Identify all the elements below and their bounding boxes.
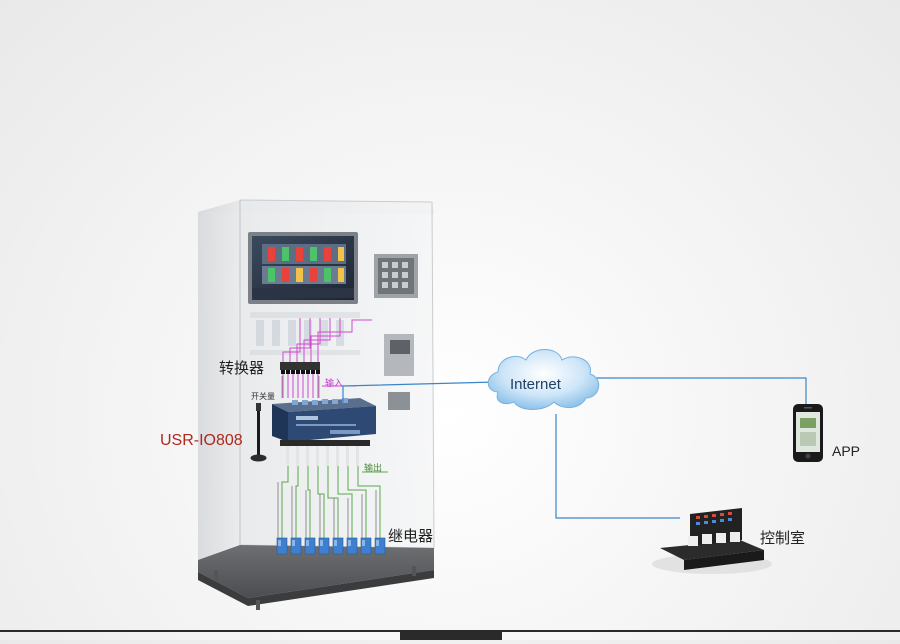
output-label: 输出 xyxy=(364,464,383,474)
keypad xyxy=(374,254,418,298)
converter-label: 转换器 xyxy=(219,359,265,377)
usr-io808-device xyxy=(272,398,376,466)
input-label: 输入 xyxy=(325,379,344,389)
network-lines xyxy=(342,377,807,519)
app-label: APP xyxy=(832,443,861,459)
internet-cloud-icon xyxy=(487,349,600,410)
control-room-icon xyxy=(652,508,772,574)
device-model-label: USR-IO808 xyxy=(160,432,243,449)
relay-label: 继电器 xyxy=(388,527,434,545)
switch-quantity-label: 开关量 xyxy=(251,392,275,401)
relay-row xyxy=(276,537,386,555)
internet-label: Internet xyxy=(510,376,561,393)
coin-slot xyxy=(384,334,414,410)
vending-screen xyxy=(248,232,358,304)
antenna-icon xyxy=(250,403,267,462)
converter-block xyxy=(280,318,372,398)
output-ground-wires xyxy=(277,482,377,538)
output-wires xyxy=(281,466,388,538)
floor-tab xyxy=(400,631,502,640)
phone-icon xyxy=(793,404,823,462)
control-room-label: 控制室 xyxy=(760,529,806,547)
